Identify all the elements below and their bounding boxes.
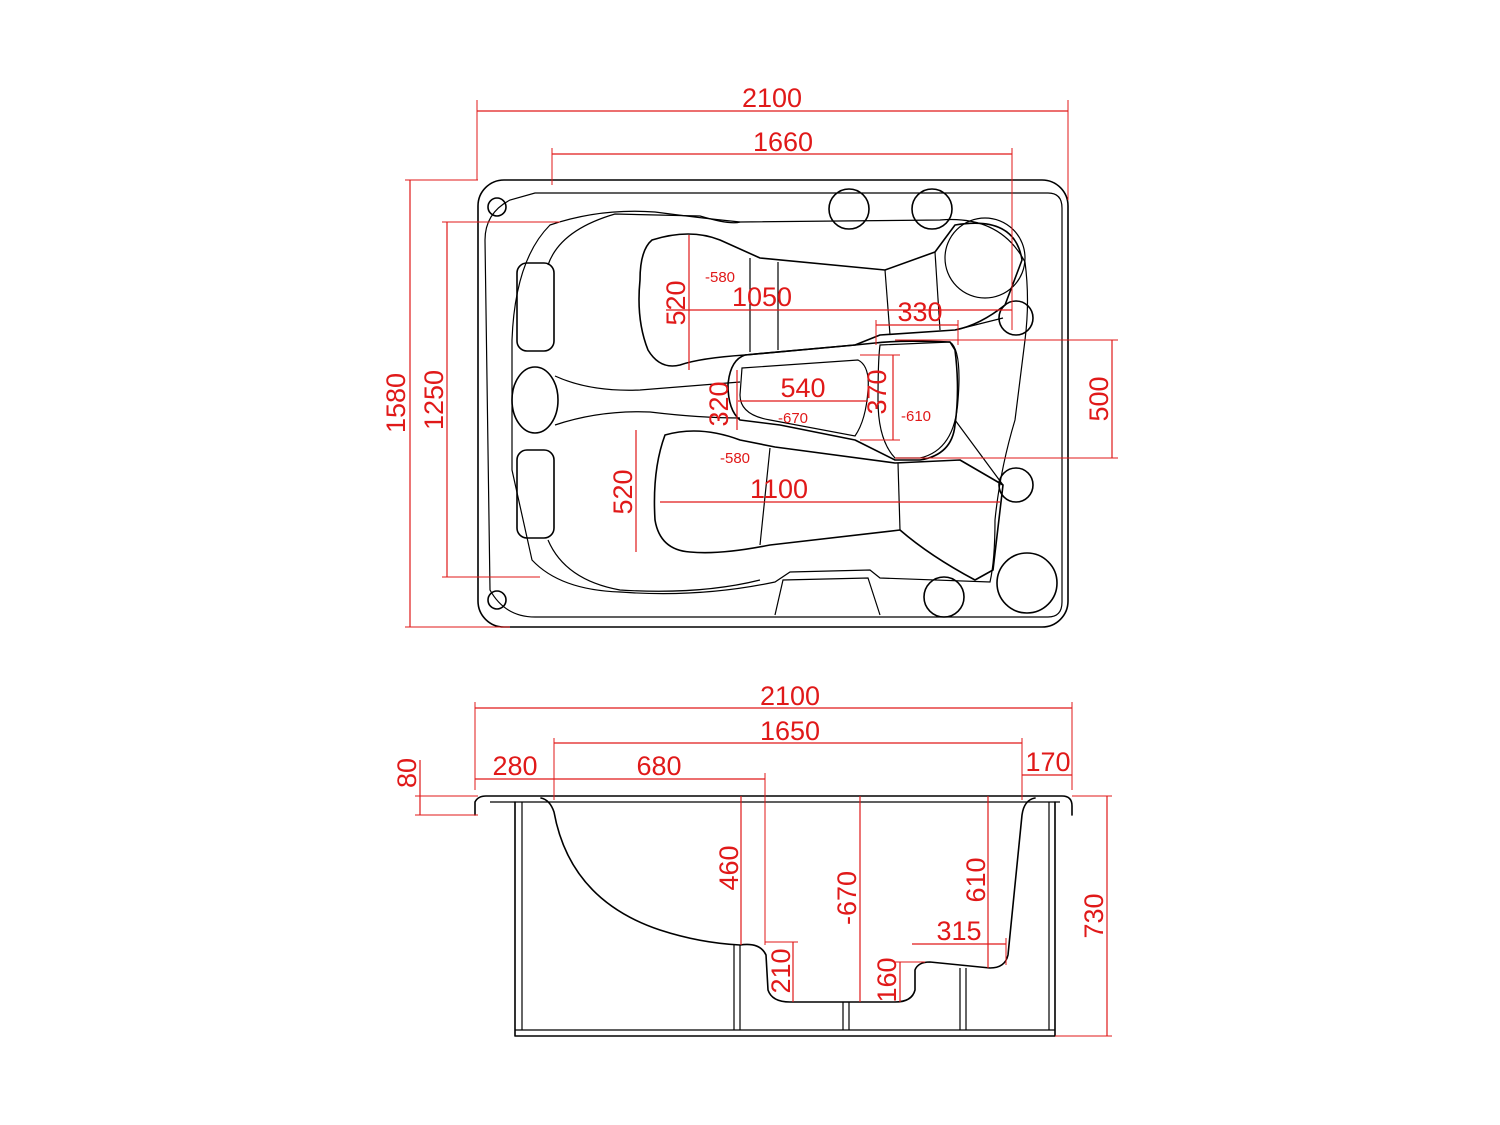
dim-top-inner-length: 1660 bbox=[753, 127, 813, 157]
top-view bbox=[477, 179, 1069, 628]
dim-top-overall-width: 1580 bbox=[381, 373, 411, 433]
dim-seat-upper-width: 520 bbox=[661, 280, 691, 325]
dim-footwell-depth: -670 bbox=[778, 410, 808, 427]
seat-lower-crease-2 bbox=[897, 462, 901, 531]
side-view-dimensions: 2100 1650 280 680 170 80 460 210 -670 1 bbox=[392, 681, 1112, 1037]
seat-upper-crease-3 bbox=[884, 269, 891, 336]
dim-footwell-length: 540 bbox=[780, 373, 825, 403]
seat-lower bbox=[653, 430, 1004, 581]
basin-outline bbox=[511, 210, 1029, 595]
dim-side-inner-length: 1650 bbox=[760, 716, 820, 746]
headrest-lower bbox=[516, 449, 555, 539]
headrest-middle bbox=[511, 366, 559, 434]
corner-hole-bottom-left bbox=[487, 590, 507, 610]
dim-footwell-depth-side: -670 bbox=[832, 871, 862, 925]
jet-right-upper bbox=[998, 300, 1034, 336]
seat-upper-crease-4 bbox=[934, 251, 941, 331]
corner-seat-top-right bbox=[944, 217, 1026, 299]
dim-step-right-height: 160 bbox=[872, 957, 902, 1002]
dim-right-seat-length: 315 bbox=[936, 916, 981, 946]
dim-top-overall-length: 2100 bbox=[742, 83, 802, 113]
jet-top-1 bbox=[828, 188, 870, 230]
dim-seat-depth: 460 bbox=[714, 845, 744, 890]
tub-inner-rim bbox=[484, 192, 1063, 618]
dim-footwell-width: 320 bbox=[704, 381, 734, 426]
tub-outer-rim bbox=[477, 179, 1069, 628]
dim-side-seat-width: 370 bbox=[862, 369, 892, 414]
basin-profile bbox=[540, 797, 1036, 1003]
dim-seat-upper-length: 1050 bbox=[732, 282, 792, 312]
footwell bbox=[727, 340, 959, 461]
lounger-upper-sweep bbox=[547, 213, 741, 266]
dim-rim-right: 170 bbox=[1025, 747, 1070, 777]
seat-lower-crease-3 bbox=[954, 419, 1004, 486]
dim-seat-right-length: 330 bbox=[897, 297, 942, 327]
dim-overall-height: 730 bbox=[1079, 893, 1109, 938]
seat-upper bbox=[638, 222, 1023, 367]
dim-side-seat-span: 500 bbox=[1084, 376, 1114, 421]
jet-top-2 bbox=[911, 188, 953, 230]
bottom-step bbox=[774, 577, 881, 616]
jet-right-lower bbox=[998, 467, 1034, 503]
corner-hole-top-left bbox=[487, 197, 507, 217]
top-view-dimensions: 2100 1660 1580 1250 520 1050 -580 330 54… bbox=[381, 83, 1118, 628]
jet-bottom-right bbox=[996, 552, 1058, 614]
headrest-upper bbox=[516, 262, 555, 352]
dim-step-height: 210 bbox=[766, 948, 796, 993]
skirt bbox=[514, 801, 1056, 1037]
lounger-divider bbox=[554, 411, 741, 426]
lounger-lower-sweep bbox=[547, 539, 761, 592]
dim-rim-left: 280 bbox=[492, 751, 537, 781]
footwell-inner bbox=[739, 359, 869, 437]
dim-side-seat-depth: -610 bbox=[901, 408, 931, 425]
dim-right-seat-depth: 610 bbox=[961, 857, 991, 902]
seat-lower-crease-4 bbox=[954, 317, 1004, 331]
jet-bottom-1 bbox=[923, 576, 965, 618]
seat-lower-crease-1 bbox=[759, 447, 771, 546]
dim-seat-lower-width: 520 bbox=[608, 469, 638, 514]
lounger-upper-lower-edge bbox=[554, 375, 741, 391]
dim-seat-upper-depth: -580 bbox=[705, 269, 735, 286]
side-view bbox=[474, 795, 1073, 1037]
dim-rim-height: 80 bbox=[392, 758, 422, 788]
dim-seat-lower-depth: -580 bbox=[720, 450, 750, 467]
dim-top-inner-width: 1250 bbox=[419, 370, 449, 430]
dim-seat-lower-length: 1100 bbox=[750, 474, 808, 504]
dim-side-overall-length: 2100 bbox=[760, 681, 820, 711]
rim-lip bbox=[474, 795, 1073, 816]
dim-seat-length: 680 bbox=[636, 751, 681, 781]
